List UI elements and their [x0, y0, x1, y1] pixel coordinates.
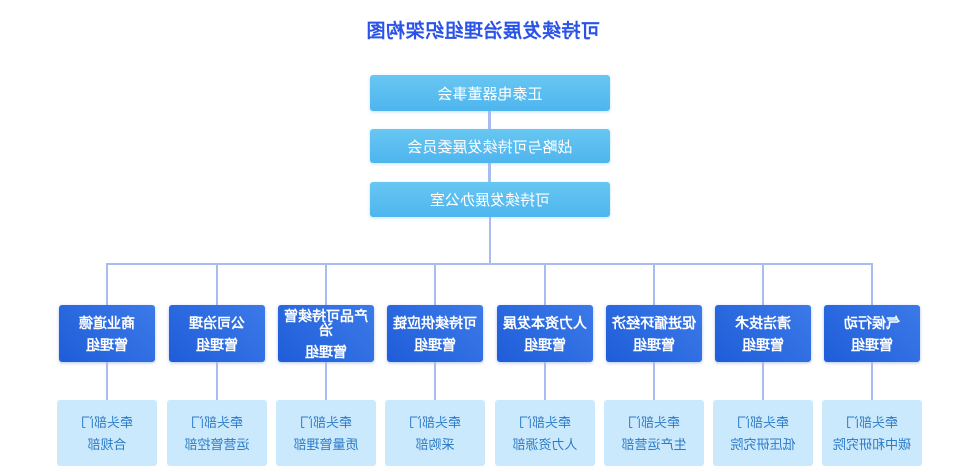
- group-name: 人力资本发展: [503, 314, 587, 331]
- lead-department-box: 牵头部门 人力资源部: [495, 400, 595, 466]
- lead-department-box: 牵头部门 采购部: [385, 400, 485, 466]
- lead-department-box: 牵头部门 低压研究院: [713, 400, 813, 466]
- org-column: 促进循环经济 管理组 牵头部门 生产运营部: [604, 263, 704, 466]
- lead-department-box: 牵头部门 碳中和研究院: [822, 400, 922, 466]
- group-suffix: 管理组: [742, 336, 784, 353]
- department-name: 碳中和研究院: [833, 436, 912, 452]
- group-name: 促进循环经济: [612, 314, 696, 331]
- connector-line: [871, 263, 873, 305]
- connector-line: [871, 362, 873, 400]
- office-box: 可持续发展办公室: [370, 182, 610, 217]
- connector-line: [653, 362, 655, 400]
- org-column: 商业道德 管理组 牵头部门 合规部: [57, 263, 157, 466]
- group-box: 商业道德 管理组: [59, 305, 155, 362]
- lead-label: 牵头部门: [737, 414, 790, 430]
- group-box: 可持续供应链 管理组: [387, 305, 483, 362]
- lead-department-box: 牵头部门 运营管控部: [167, 400, 267, 466]
- group-name: 可持续供应链: [393, 314, 477, 331]
- lead-department-box: 牵头部门 生产运营部: [604, 400, 704, 466]
- department-name: 生产运营部: [621, 436, 687, 452]
- group-suffix: 管理组: [305, 343, 347, 360]
- connector-line: [106, 362, 108, 400]
- org-column: 公司治理 管理组 牵头部门 运营管控部: [167, 263, 267, 466]
- org-column: 产品可持续管治 管理组 牵头部门 质量管理部: [276, 263, 376, 466]
- group-name: 商业道德: [79, 314, 135, 331]
- connector-line: [489, 217, 491, 263]
- connector-line: [488, 163, 491, 182]
- lead-department-box: 牵头部门 质量管理部: [276, 400, 376, 466]
- committee-box: 战略与可持续发展委员会: [370, 129, 610, 163]
- connector-line: [653, 263, 655, 305]
- connector-line: [106, 263, 108, 305]
- group-suffix: 管理组: [196, 336, 238, 353]
- connector-line: [216, 263, 218, 305]
- connector-line: [434, 362, 436, 400]
- department-name: 低压研究院: [730, 436, 796, 452]
- group-suffix: 管理组: [851, 336, 893, 353]
- org-column: 人力资本发展 管理组 牵头部门 人力资源部: [495, 263, 595, 466]
- group-name: 产品可持续管治: [284, 307, 368, 338]
- connector-line: [216, 362, 218, 400]
- org-column: 气候行动 管理组 牵头部门 碳中和研究院: [822, 263, 922, 466]
- group-suffix: 管理组: [633, 336, 675, 353]
- connector-line: [488, 111, 491, 129]
- department-name: 质量管理部: [293, 436, 359, 452]
- lead-label: 牵头部门: [191, 414, 244, 430]
- lead-label: 牵头部门: [519, 414, 572, 430]
- group-box: 公司治理 管理组: [169, 305, 265, 362]
- chart-title: 可持续发展治理组织架构图: [366, 21, 601, 42]
- group-box: 人力资本发展 管理组: [497, 305, 593, 362]
- lead-label: 牵头部门: [300, 414, 353, 430]
- connector-line: [434, 263, 436, 305]
- org-column: 清洁技术 管理组 牵头部门 低压研究院: [713, 263, 813, 466]
- group-suffix: 管理组: [86, 336, 128, 353]
- group-name: 清洁技术: [735, 314, 791, 331]
- lead-label: 牵头部门: [81, 414, 134, 430]
- lead-department-box: 牵头部门 合规部: [57, 400, 157, 466]
- lead-label: 牵头部门: [409, 414, 462, 430]
- connector-line: [544, 263, 546, 305]
- group-box: 清洁技术 管理组: [715, 305, 811, 362]
- connector-line: [762, 263, 764, 305]
- board-box: 正泰电器董事会: [370, 75, 610, 111]
- group-box: 产品可持续管治 管理组: [278, 305, 374, 362]
- connector-line: [325, 263, 327, 305]
- department-name: 运营管控部: [184, 436, 250, 452]
- department-name: 人力资源部: [512, 436, 578, 452]
- group-name: 公司治理: [189, 314, 245, 331]
- group-suffix: 管理组: [414, 336, 456, 353]
- group-box: 气候行动 管理组: [824, 305, 920, 362]
- lead-label: 牵头部门: [628, 414, 681, 430]
- connector-line: [325, 362, 327, 400]
- group-box: 促进循环经济 管理组: [606, 305, 702, 362]
- group-name: 气候行动: [844, 314, 900, 331]
- group-suffix: 管理组: [524, 336, 566, 353]
- department-name: 合规部: [87, 436, 127, 452]
- lead-label: 牵头部门: [846, 414, 899, 430]
- connector-line: [544, 362, 546, 400]
- connector-line: [762, 362, 764, 400]
- department-name: 采购部: [415, 436, 455, 452]
- org-column: 可持续供应链 管理组 牵头部门 采购部: [385, 263, 485, 466]
